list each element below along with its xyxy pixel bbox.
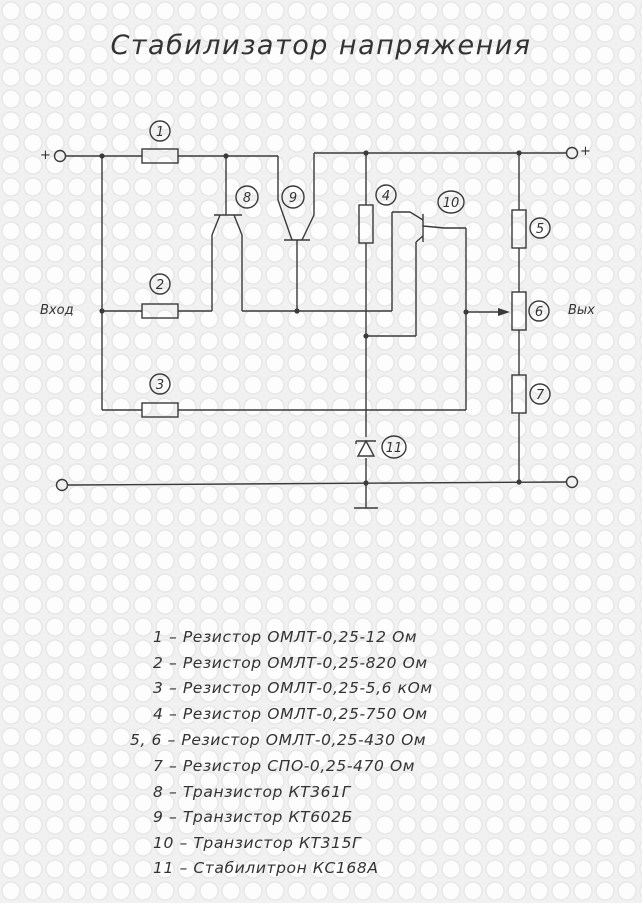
label-7: 7 bbox=[536, 388, 545, 403]
resistor-1 bbox=[141, 148, 179, 164]
legend-item: 4 – Резистор ОМЛТ-0,25-750 Ом bbox=[153, 705, 428, 723]
output-plus-label: + bbox=[580, 144, 591, 159]
right-divider-wires bbox=[466, 153, 520, 482]
bottom-rail-wire bbox=[67, 481, 567, 486]
transistor-9 bbox=[277, 199, 315, 241]
input-plus-terminal bbox=[53, 149, 67, 163]
component-number-labels: 1 2 3 4 5 6 7 8 9 10 11 bbox=[149, 120, 551, 459]
legend-item: 8 – Транзистор КТ361Г bbox=[153, 783, 351, 801]
output-minus-terminal bbox=[565, 475, 579, 489]
junction-dots bbox=[99, 150, 522, 486]
resistor-2 bbox=[141, 303, 179, 319]
legend-item: 11 – Стабилитрон КС168А bbox=[153, 859, 379, 877]
resistor-5 bbox=[511, 209, 527, 249]
transistor-8 bbox=[211, 200, 243, 236]
legend-item: 5, 6 – Резистор ОМЛТ-0,25-430 Ом bbox=[130, 731, 427, 749]
transistor-10 bbox=[409, 211, 466, 243]
resistor-3 bbox=[141, 402, 179, 418]
label-10: 10 bbox=[443, 196, 460, 211]
resistor-7 bbox=[511, 374, 527, 414]
label-6: 6 bbox=[535, 305, 543, 320]
label-4: 4 bbox=[382, 189, 390, 204]
legend-item: 7 – Резистор СПО-0,25-470 Ом bbox=[153, 757, 416, 775]
legend-item: 10 – Транзистор КТ315Г bbox=[153, 834, 362, 852]
label-5: 5 bbox=[536, 222, 544, 237]
label-2: 2 bbox=[156, 278, 164, 293]
legend-item: 3 – Резистор ОМЛТ-0,25-5,6 кОм bbox=[153, 679, 433, 697]
input-label: Вход bbox=[40, 303, 74, 318]
diagram-title: Стабилизатор напряжения bbox=[110, 30, 532, 61]
legend-item: 9 – Транзистор КТ602Б bbox=[153, 808, 353, 826]
legend-item: 1 – Резистор ОМЛТ-0,25-12 Ом bbox=[153, 628, 418, 646]
label-3: 3 bbox=[156, 378, 164, 393]
label-8: 8 bbox=[243, 191, 251, 206]
left-branch-wires bbox=[101, 156, 467, 411]
output-plus-terminal bbox=[565, 146, 579, 160]
top-rail-wires bbox=[66, 152, 566, 215]
zener-diode-11 bbox=[355, 439, 376, 457]
input-minus-terminal bbox=[55, 478, 69, 492]
label-1: 1 bbox=[156, 125, 164, 140]
label-9: 9 bbox=[289, 191, 297, 206]
resistor-4 bbox=[358, 204, 374, 244]
legend-item: 2 – Резистор ОМЛТ-0,25-820 Ом bbox=[153, 654, 428, 672]
output-label: Вых bbox=[568, 303, 595, 318]
input-plus-label: + bbox=[40, 148, 51, 163]
label-11: 11 bbox=[386, 441, 403, 456]
resistor-6-variable bbox=[511, 291, 527, 331]
